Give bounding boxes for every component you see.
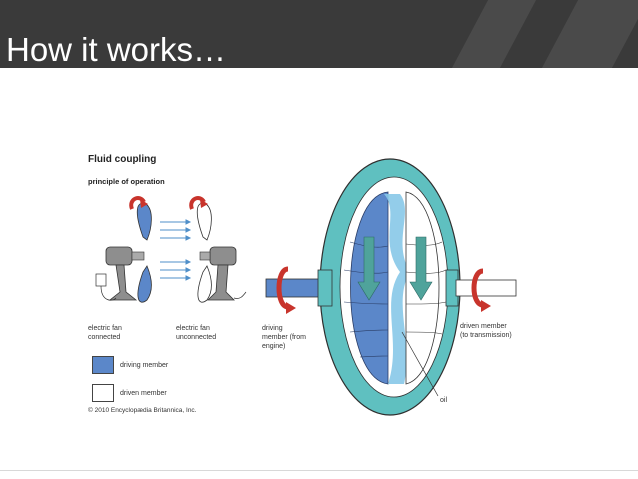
figure-title: Fluid coupling: [88, 154, 157, 165]
label-fan-unconnected: electric fan unconnected: [176, 325, 217, 341]
legend-label-driven: driven member: [120, 390, 167, 397]
oil-pointer: [401, 331, 439, 397]
legend-swatch-driving: [92, 356, 114, 374]
fan-unconnected: [196, 202, 247, 303]
legend-swatch-driven: [92, 384, 114, 402]
fluid-coupling-diagram: [95, 158, 517, 416]
copyright-text: © 2010 Encyclopædia Britannica, Inc.: [88, 407, 197, 414]
label-driven-member: driven member (to transmission): [460, 323, 512, 339]
label-fan-connected: electric fan connected: [88, 325, 122, 341]
oil-fluid: [384, 194, 410, 384]
slide-title: How it works…: [6, 31, 227, 68]
flow-arrows: [357, 236, 433, 301]
label-driving-member: driving member (from engine): [262, 325, 306, 350]
air-flow-arrows: [160, 219, 192, 281]
legend-label-driving: driving member: [120, 362, 169, 369]
fan-connected: [95, 202, 152, 303]
driving-rotation-arrow: [276, 266, 296, 314]
title-bar-stripe: [541, 0, 638, 68]
bottom-divider: [0, 470, 638, 471]
driven-shaft: [455, 279, 517, 297]
label-oil: oil: [440, 397, 448, 404]
title-bar-stripe: [451, 0, 537, 68]
title-bar: How it works…: [0, 0, 638, 68]
figure-subtitle: principle of operation: [88, 177, 165, 186]
driven-rotation-arrow: [471, 268, 491, 312]
fluid-coupling-figure: Fluid coupling principle of operation: [88, 152, 548, 422]
